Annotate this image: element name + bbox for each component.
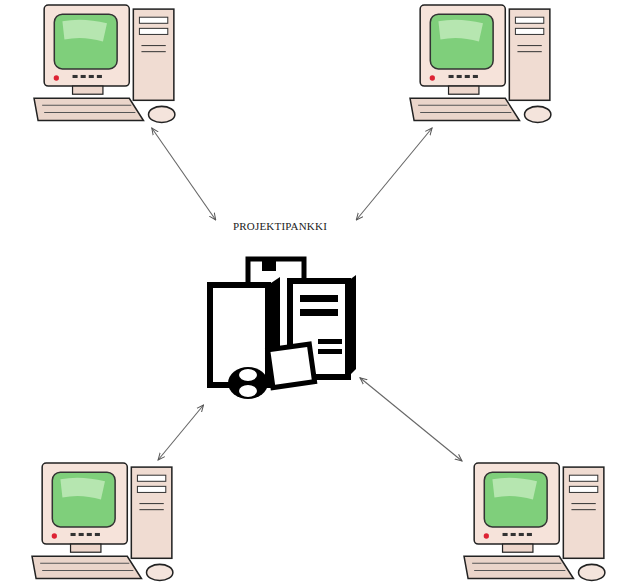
workstation: [32, 2, 184, 128]
computer-icon: [462, 459, 614, 583]
workstation: [462, 460, 614, 583]
workstation: [30, 460, 182, 583]
network-link: [152, 128, 216, 220]
workstation: [408, 2, 560, 128]
network-link: [158, 405, 203, 460]
node-label: PROJEKTIPANKKI: [200, 220, 360, 232]
computer-icon: [32, 1, 184, 128]
server-icon: [200, 255, 360, 405]
computer-icon: [408, 1, 560, 128]
computer-icon: [30, 459, 182, 583]
network-link: [360, 378, 462, 461]
project-bank-server: PROJEKTIPANKKI: [200, 220, 360, 405]
network-link: [356, 128, 432, 220]
